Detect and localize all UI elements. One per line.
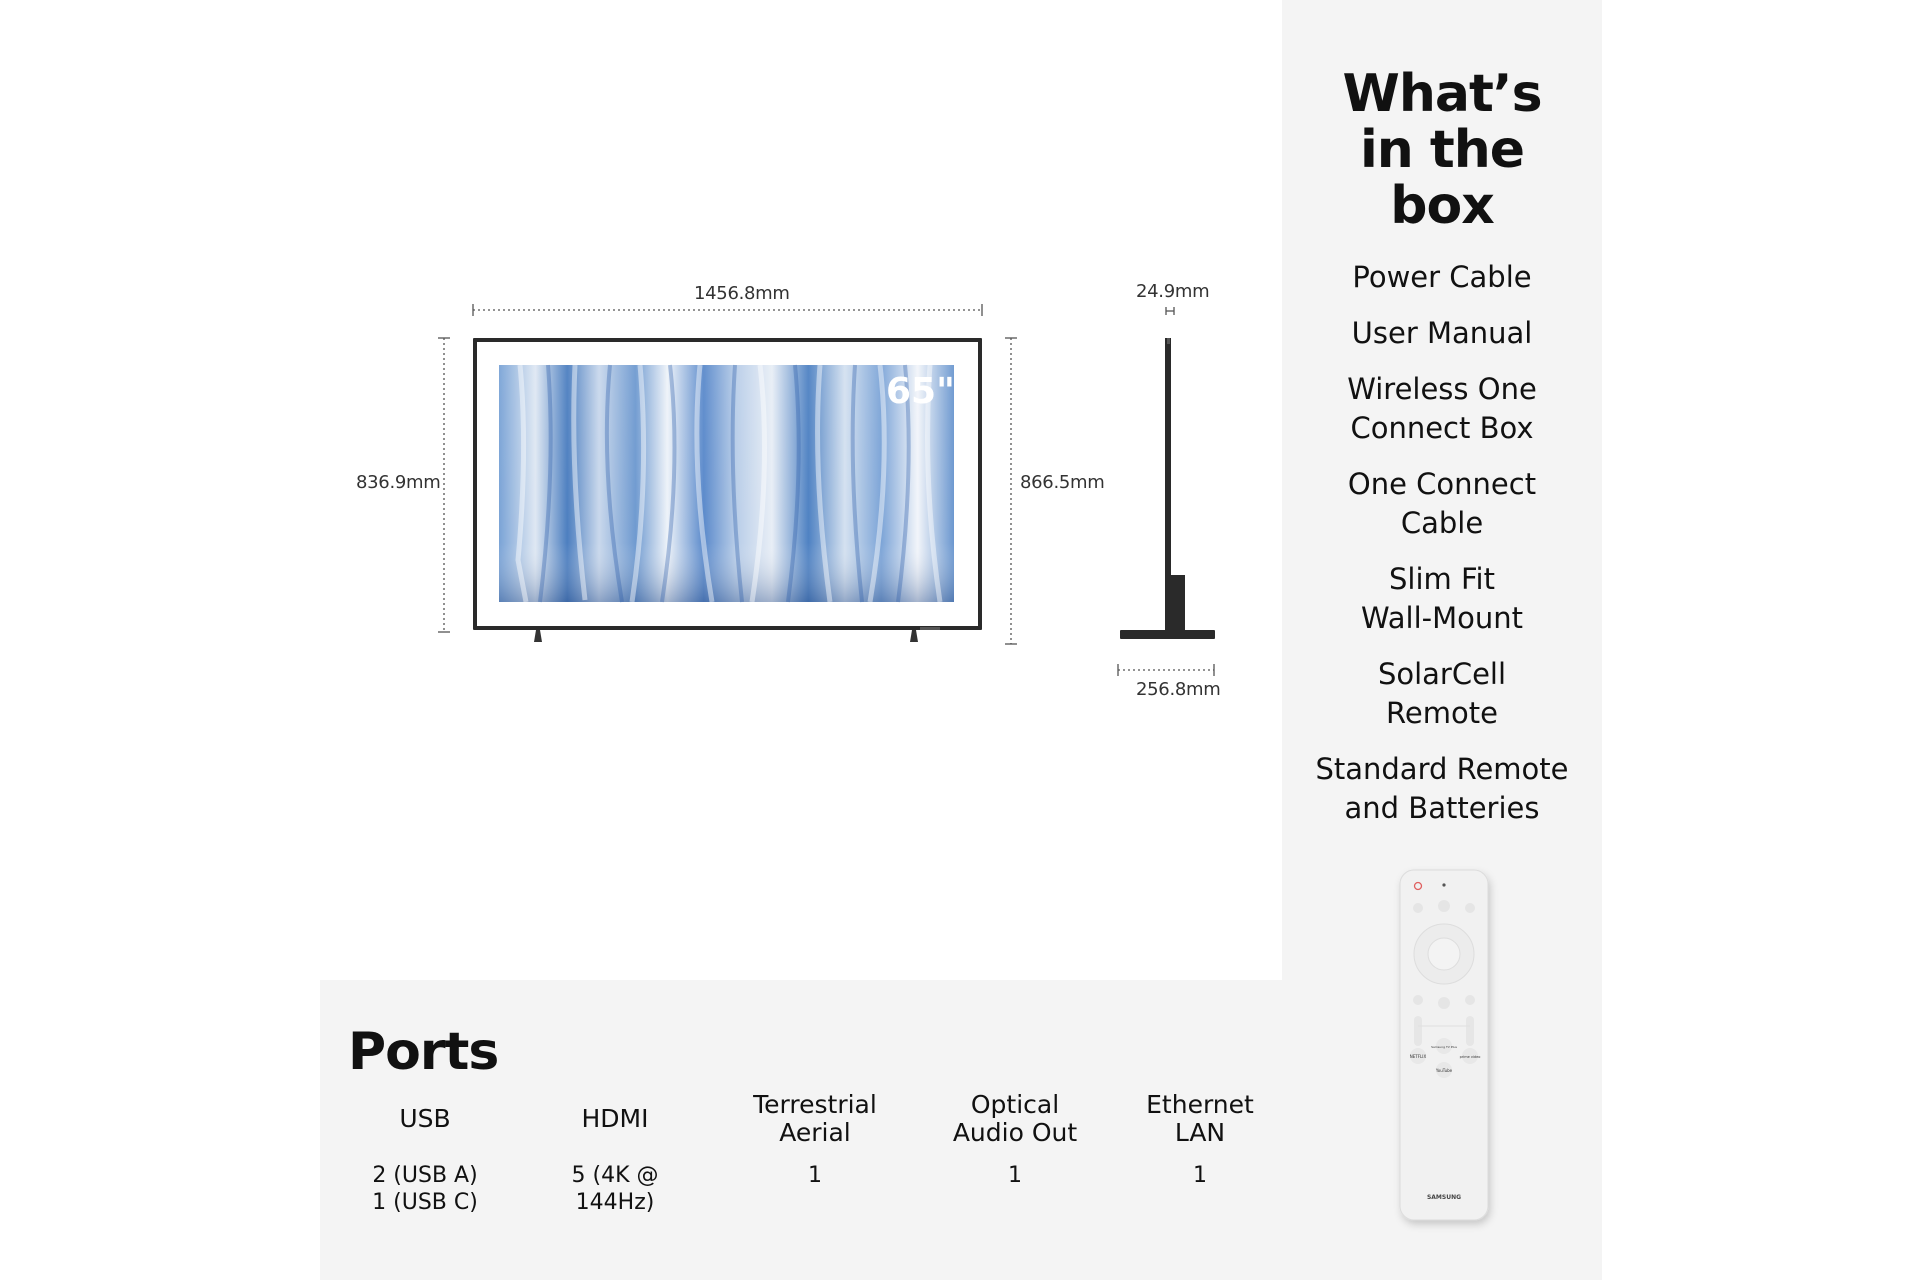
port-usb: USB 2 (USB A)1 (USB C) xyxy=(360,1090,490,1216)
remote-brand-label: SAMSUNG xyxy=(1427,1194,1461,1201)
tv-side-view xyxy=(1117,307,1215,676)
solarcell-remote-image: NETFLIX YouTube prime video Samsung TV P… xyxy=(1399,869,1489,1221)
port-value: 1 xyxy=(1193,1163,1207,1188)
ports-title: Ports xyxy=(348,1022,499,1082)
whats-in-box-title: What’s in the box xyxy=(1342,64,1542,236)
height-dimension-line xyxy=(438,337,450,633)
port-value: 2 (USB A)1 (USB C) xyxy=(372,1163,478,1215)
youtube-button-label: YouTube xyxy=(1435,1068,1453,1073)
netflix-button-label: NETFLIX xyxy=(1410,1054,1427,1059)
stand-depth-label: 256.8mm xyxy=(1136,679,1221,700)
port-label: USB xyxy=(399,1104,451,1133)
port-label: HDMI xyxy=(581,1104,649,1133)
ports-panel xyxy=(320,980,1282,1280)
port-value: 1 xyxy=(1008,1163,1022,1188)
width-label: 1456.8mm xyxy=(694,283,790,304)
tv-plus-button-label: Samsung TV Plus xyxy=(1431,1045,1457,1049)
height-with-stand-label: 866.5mm xyxy=(1020,472,1105,493)
width-dimension-line xyxy=(472,304,983,316)
box-item-user-manual: User Manual xyxy=(1351,316,1533,350)
port-hdmi: HDMI 5 (4K @ 144Hz) xyxy=(530,1090,700,1216)
tv-dimension-diagram: 65" xyxy=(438,304,1215,676)
port-value: 1 xyxy=(808,1163,822,1188)
box-item-power-cable: Power Cable xyxy=(1352,260,1532,294)
tv-front-view xyxy=(473,338,982,642)
prime-video-button-label: prime video xyxy=(1460,1055,1481,1059)
height-with-stand-dimension-line xyxy=(1005,337,1017,645)
port-value: 5 (4K @ 144Hz) xyxy=(571,1163,659,1215)
height-without-stand-label: 836.9mm xyxy=(356,472,441,493)
depth-label: 24.9mm xyxy=(1136,281,1210,302)
screen-size-badge: 65" xyxy=(886,371,955,412)
